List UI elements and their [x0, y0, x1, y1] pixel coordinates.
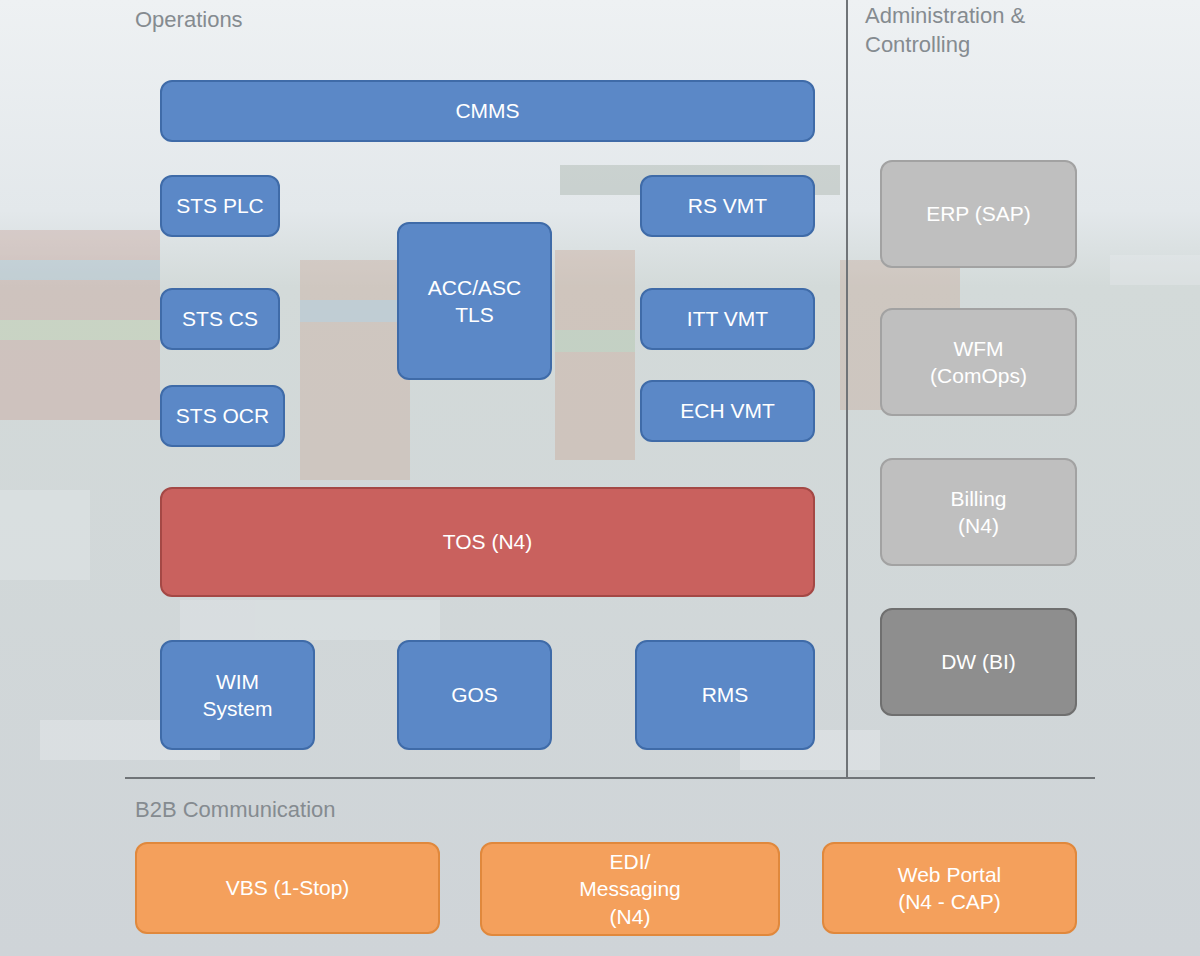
- box-label: RMS: [702, 681, 749, 708]
- box-label: RS VMT: [688, 192, 767, 219]
- box-label: WFM (ComOps): [924, 335, 1034, 390]
- system-box: STS OCR: [160, 385, 285, 447]
- section-heading: Administration & Controlling: [865, 2, 1065, 59]
- box-label: DW (BI): [941, 648, 1016, 675]
- box-label: ECH VMT: [680, 397, 775, 424]
- box-label: STS CS: [182, 305, 258, 332]
- system-box: RS VMT: [640, 175, 815, 237]
- box-label: CMMS: [455, 97, 519, 124]
- b2b-box: Web Portal (N4 - CAP): [822, 842, 1077, 934]
- box-label: WIM System: [193, 668, 283, 723]
- box-label: Web Portal (N4 - CAP): [885, 861, 1015, 916]
- section-heading: B2B Communication: [135, 796, 336, 825]
- tos-box: TOS (N4): [160, 487, 815, 597]
- system-box: ACC/ASC TLS: [397, 222, 552, 380]
- box-label: EDI/ Messaging (N4): [560, 848, 700, 930]
- admin-box: Billing (N4): [880, 458, 1077, 566]
- box-label: ACC/ASC TLS: [427, 274, 522, 329]
- system-box: RMS: [635, 640, 815, 750]
- maintenance-box: CMMS: [160, 80, 815, 142]
- box-label: Billing (N4): [934, 485, 1024, 540]
- box-label: GOS: [451, 681, 498, 708]
- section-heading: Operations: [135, 6, 243, 35]
- b2b-box: VBS (1-Stop): [135, 842, 440, 934]
- box-label: STS OCR: [176, 402, 269, 429]
- admin-box: ERP (SAP): [880, 160, 1077, 268]
- system-box: GOS: [397, 640, 552, 750]
- box-label: ERP (SAP): [926, 200, 1031, 227]
- system-box: ECH VMT: [640, 380, 815, 442]
- box-label: STS PLC: [176, 192, 264, 219]
- system-box: STS CS: [160, 288, 280, 350]
- system-box: WIM System: [160, 640, 315, 750]
- box-label: VBS (1-Stop): [226, 874, 350, 901]
- box-label: ITT VMT: [687, 305, 768, 332]
- system-box: ITT VMT: [640, 288, 815, 350]
- admin-box: WFM (ComOps): [880, 308, 1077, 416]
- b2b-box: EDI/ Messaging (N4): [480, 842, 780, 936]
- admin-box: DW (BI): [880, 608, 1077, 716]
- box-label: TOS (N4): [443, 528, 532, 555]
- system-box: STS PLC: [160, 175, 280, 237]
